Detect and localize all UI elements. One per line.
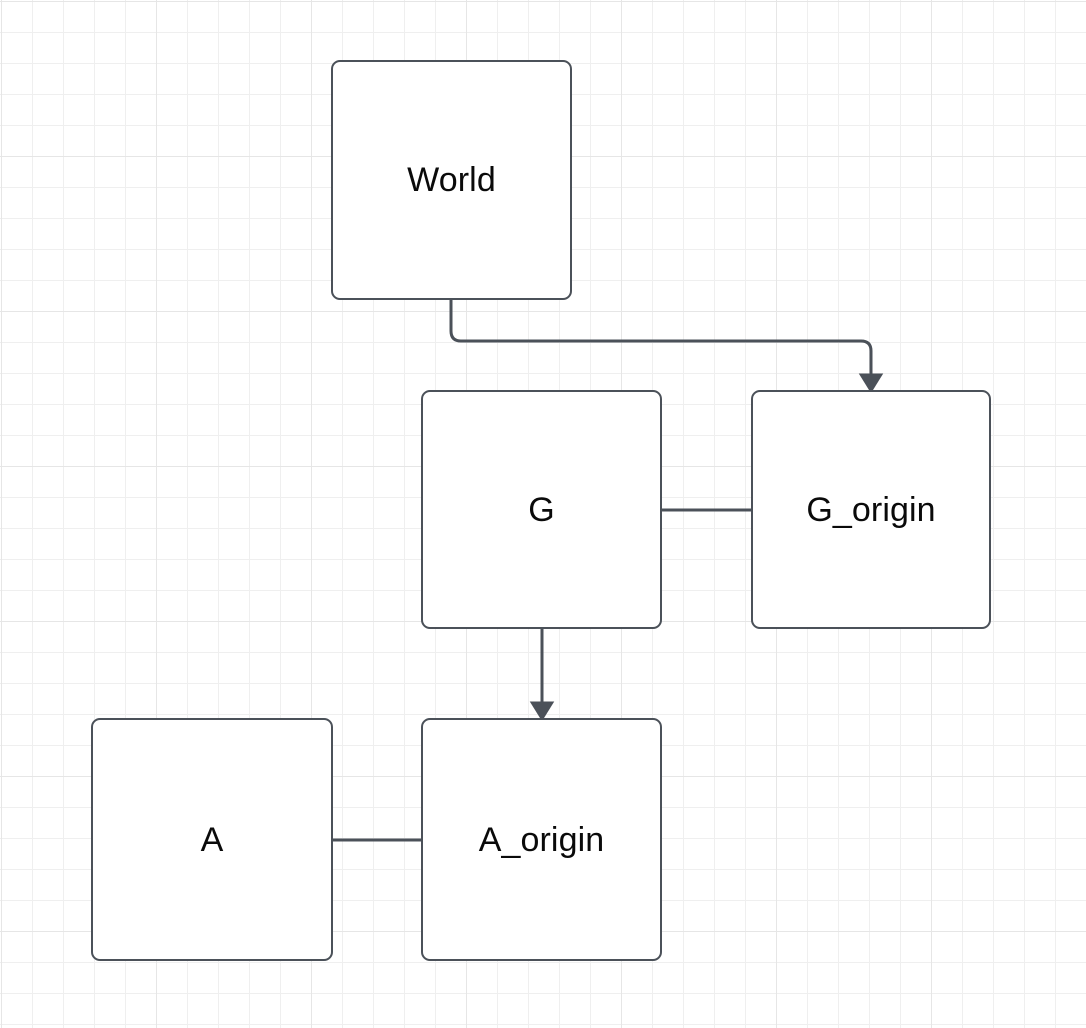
node-a-origin-label: A_origin xyxy=(478,820,605,859)
node-a-label: A xyxy=(200,820,224,859)
node-g-origin[interactable]: G_origin xyxy=(751,390,991,629)
node-a-origin[interactable]: A_origin xyxy=(421,718,662,961)
node-g-origin-label: G_origin xyxy=(806,490,936,529)
node-a[interactable]: A xyxy=(91,718,333,961)
node-g[interactable]: G xyxy=(421,390,662,629)
node-g-label: G xyxy=(528,490,555,529)
node-world-label: World xyxy=(407,161,496,199)
node-world[interactable]: World xyxy=(331,60,572,300)
edge-world-to-g-origin xyxy=(449,300,884,394)
